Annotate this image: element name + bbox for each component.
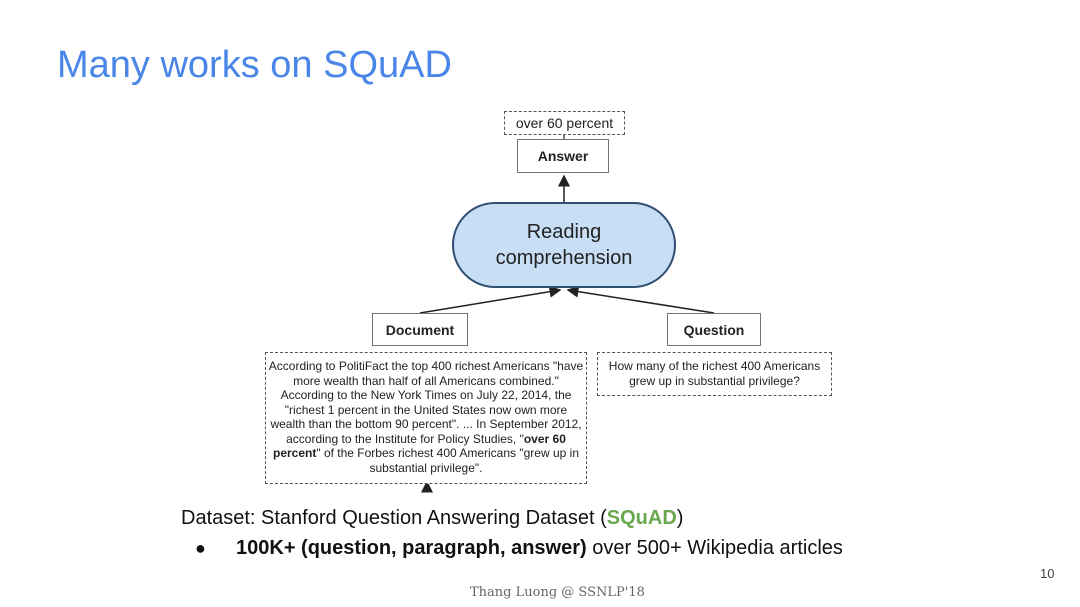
dataset-bullet: 100K+ (question, paragraph, answer) over…: [236, 537, 843, 560]
answer-box: Answer: [517, 139, 609, 173]
document-text-after: " of the Forbes richest 400 Americans "g…: [316, 446, 579, 475]
page-number: 10: [1040, 566, 1055, 581]
reading-comprehension-label: Reading comprehension: [495, 221, 633, 269]
arrow-document-to-center: [419, 285, 562, 314]
document-text-before: According to PolitiFact the top 400 rich…: [268, 359, 584, 446]
question-label: Question: [683, 321, 745, 338]
document-label: Document: [385, 321, 455, 338]
question-text: How many of the richest 400 Americans gr…: [608, 359, 821, 388]
dataset-suffix: ): [676, 507, 684, 529]
answer-value-box: over 60 percent: [504, 111, 625, 135]
reading-comprehension-node: Reading comprehension: [452, 202, 676, 288]
answer-value: over 60 percent: [515, 115, 614, 131]
bullet-rest-text: over 500+ Wikipedia articles: [586, 537, 843, 559]
dataset-line: Dataset: Stanford Question Answering Dat…: [181, 507, 683, 530]
question-text-box: How many of the richest 400 Americans gr…: [597, 352, 832, 396]
question-box: Question: [667, 313, 761, 346]
document-box: Document: [372, 313, 468, 346]
document-passage: According to PolitiFact the top 400 rich…: [265, 352, 587, 484]
dataset-name: SQuAD: [606, 507, 677, 529]
dataset-prefix: Dataset: Stanford Question Answering Dat…: [181, 507, 607, 529]
document-text-highlight: over 60 percent: [272, 431, 566, 461]
slide-title: Many works on SQuAD: [57, 44, 452, 86]
answer-label: Answer: [537, 148, 589, 164]
arrow-question-to-center: [566, 285, 715, 314]
bullet-marker: ●: [195, 538, 206, 558]
slide-footer: Thang Luong @ SSNLP'18: [470, 585, 645, 600]
bullet-bold-text: 100K+ (question, paragraph, answer): [236, 537, 587, 559]
